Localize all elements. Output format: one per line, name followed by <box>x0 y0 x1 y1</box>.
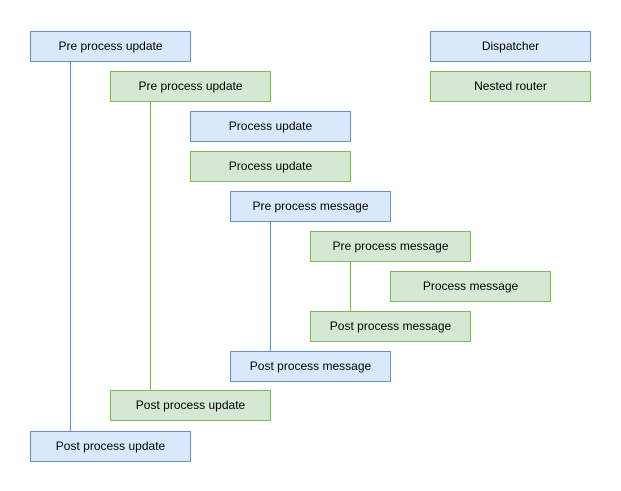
node-post-process-message-router[interactable]: Post process message <box>310 311 471 342</box>
node-post-process-message-dispatcher[interactable]: Post process message <box>230 351 391 382</box>
node-post-process-update-router[interactable]: Post process update <box>110 390 271 421</box>
legend-item-dispatcher[interactable]: Dispatcher <box>430 31 591 62</box>
node-pre-process-update-router[interactable]: Pre process update <box>110 71 271 102</box>
edge-connector <box>350 261 351 311</box>
node-pre-process-message-router[interactable]: Pre process message <box>310 231 471 262</box>
node-process-update-dispatcher[interactable]: Process update <box>190 111 351 142</box>
node-pre-process-message-dispatcher[interactable]: Pre process message <box>230 191 391 222</box>
edge-connector <box>150 101 151 390</box>
legend-item-nested-router[interactable]: Nested router <box>430 71 591 102</box>
edge-connector <box>270 221 271 351</box>
node-pre-process-update-dispatcher[interactable]: Pre process update <box>30 31 191 62</box>
node-process-message-router[interactable]: Process message <box>390 271 551 302</box>
node-post-process-update-dispatcher[interactable]: Post process update <box>30 431 191 462</box>
node-process-update-router[interactable]: Process update <box>190 151 351 182</box>
edge-connector <box>70 61 71 431</box>
